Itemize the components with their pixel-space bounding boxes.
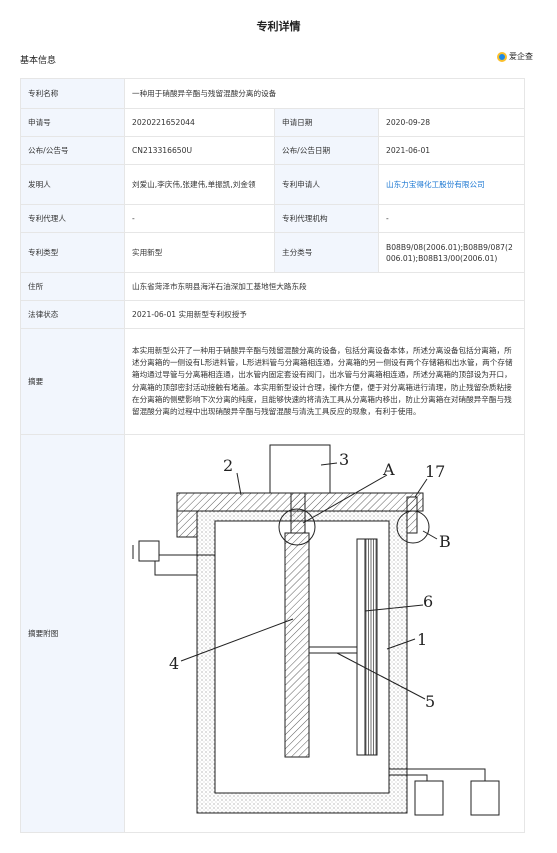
legal-label: 法律状态	[20, 300, 125, 329]
table-row: 专利类型 实用新型 主分类号 B08B9/08(2006.01);B08B9/0…	[20, 232, 525, 273]
callout-4: 4	[169, 654, 179, 673]
callout-2: 2	[223, 456, 233, 475]
page-title: 专利详情	[256, 20, 301, 33]
callout-3: 3	[339, 450, 349, 469]
address-value: 山东省菏泽市东明县海洋石油深加工基地恒大路东段	[124, 272, 525, 301]
callout-17: 17	[425, 462, 445, 481]
drawing-label: 摘要附图	[20, 434, 125, 833]
table-row: 摘要附图	[20, 434, 525, 833]
abstract-label: 摘要	[20, 328, 125, 435]
type-value: 实用新型	[124, 232, 275, 273]
abstract-drawing-cell: 2 3 A 17 B 6 1 5 4	[124, 434, 525, 833]
separation-tank-figure	[132, 444, 500, 816]
appno-label: 申请号	[20, 108, 125, 137]
class-label: 主分类号	[274, 232, 379, 273]
patent-detail-table: 专利名称 一种用于硝酸异辛酯与残留混酸分离的设备 申请号 20202216520…	[20, 78, 525, 833]
table-row: 发明人 刘爱山,李庆伟,张建伟,单振凯,刘金领 专利申请人 山东力宝得化工股份有…	[20, 164, 525, 205]
inventor-label: 发明人	[20, 164, 125, 205]
abstract-value: 本实用新型公开了一种用于硝酸异辛酯与残留混酸分离的设备，包括分离设备本体，所述分…	[124, 328, 525, 435]
table-row: 专利名称 一种用于硝酸异辛酯与残留混酸分离的设备	[20, 78, 525, 109]
abstract-drawing: 2 3 A 17 B 6 1 5 4	[132, 444, 500, 816]
callout-a: A	[382, 460, 395, 479]
callout-5: 5	[425, 692, 435, 711]
agent-value: -	[124, 204, 275, 233]
name-label: 专利名称	[20, 78, 125, 109]
address-label: 住所	[20, 272, 125, 301]
name-value: 一种用于硝酸异辛酯与残留混酸分离的设备	[124, 78, 525, 109]
appno-value: 2020221652044	[124, 108, 275, 137]
inventor-value: 刘爱山,李庆伟,张建伟,单振凯,刘金领	[124, 164, 275, 205]
appdate-label: 申请日期	[274, 108, 379, 137]
table-row: 法律状态 2021-06-01 实用新型专利权授予	[20, 300, 525, 329]
callout-b: B	[439, 532, 451, 551]
agency-label: 专利代理机构	[274, 204, 379, 233]
brand-name: 爱企查	[509, 52, 533, 61]
brand-logo-link[interactable]: 爱企查	[497, 51, 533, 62]
pubdate-value: 2021-06-01	[378, 136, 525, 165]
table-row: 住所 山东省菏泽市东明县海洋石油深加工基地恒大路东段	[20, 272, 525, 301]
table-row: 申请号 2020221652044 申请日期 2020-09-28	[20, 108, 525, 137]
agent-label: 专利代理人	[20, 204, 125, 233]
aiqicha-logo-icon	[497, 51, 507, 62]
applicant-label: 专利申请人	[274, 164, 379, 205]
agency-value: -	[378, 204, 525, 233]
section-title: 基本信息	[20, 56, 57, 66]
appdate-value: 2020-09-28	[378, 108, 525, 137]
pubno-value: CN213316650U	[124, 136, 275, 165]
legal-value: 2021-06-01 实用新型专利权授予	[124, 300, 525, 329]
callout-1: 1	[417, 630, 427, 649]
table-row: 专利代理人 - 专利代理机构 -	[20, 204, 525, 233]
type-label: 专利类型	[20, 232, 125, 273]
drawing-callouts: 2 3 A 17 B 6 1 5 4	[169, 450, 451, 711]
pubno-label: 公布/公告号	[20, 136, 125, 165]
class-value: B08B9/08(2006.01);B08B9/087(2006.01);B08…	[378, 232, 525, 273]
applicant-link[interactable]: 山东力宝得化工股份有限公司	[378, 164, 525, 205]
callout-6: 6	[423, 592, 433, 611]
table-row: 公布/公告号 CN213316650U 公布/公告日期 2021-06-01	[20, 136, 525, 165]
table-row: 摘要 本实用新型公开了一种用于硝酸异辛酯与残留混酸分离的设备，包括分离设备本体，…	[20, 328, 525, 435]
pubdate-label: 公布/公告日期	[274, 136, 379, 165]
